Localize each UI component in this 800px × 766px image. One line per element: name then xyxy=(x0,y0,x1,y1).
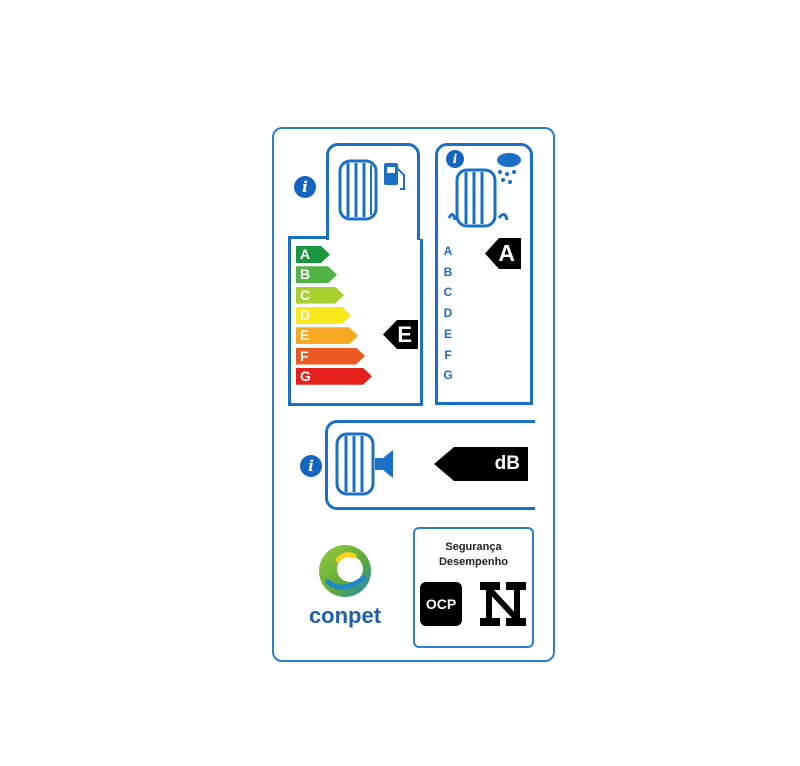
fuel-info-icon[interactable]: i xyxy=(294,176,316,198)
fuel-bar-e: E xyxy=(296,327,358,344)
fuel-bar-d: D xyxy=(296,307,351,324)
speaker-icon xyxy=(380,448,381,449)
brand-name: conpet xyxy=(308,603,382,628)
wet-letter-a: A xyxy=(443,244,453,258)
wet-letter-e: E xyxy=(443,326,452,341)
inmetro-logo xyxy=(480,582,526,626)
tyre-fuel-icon xyxy=(338,159,405,221)
fuel-bar-b: B xyxy=(296,266,337,283)
noise-unit: dB xyxy=(494,453,520,474)
wet-grip-panel xyxy=(435,143,533,405)
cert-line2: Desempenho xyxy=(438,556,509,568)
noise-info-icon[interactable]: i xyxy=(300,455,322,477)
conpet-logo xyxy=(319,545,371,597)
wet-letter-b: B xyxy=(443,264,453,279)
fuel-pump-icon xyxy=(360,154,361,155)
tyre-noise-icon xyxy=(335,432,393,496)
noise-marker: dB xyxy=(434,447,528,481)
wet-letter-c: C xyxy=(443,285,453,300)
fuel-bar-a: A xyxy=(296,246,330,263)
rain-cloud-icon xyxy=(498,152,499,153)
wet-letter-d: D xyxy=(443,306,453,321)
cert-line1: Segurança xyxy=(445,541,502,553)
wet-info-icon[interactable]: i xyxy=(446,150,464,168)
fuel-bar-g: G xyxy=(296,368,372,385)
ocp-badge: OCP xyxy=(420,582,462,626)
noise-panel xyxy=(325,420,535,510)
fuel-icon-panel xyxy=(326,143,420,240)
certification-box xyxy=(413,527,534,648)
tyre-wet-icon xyxy=(447,153,521,228)
fuel-bar-c: C xyxy=(296,287,344,304)
wet-letter-g: G xyxy=(443,368,453,383)
fuel-bar-f: F xyxy=(296,348,365,365)
wet-letter-f: F xyxy=(444,347,452,362)
